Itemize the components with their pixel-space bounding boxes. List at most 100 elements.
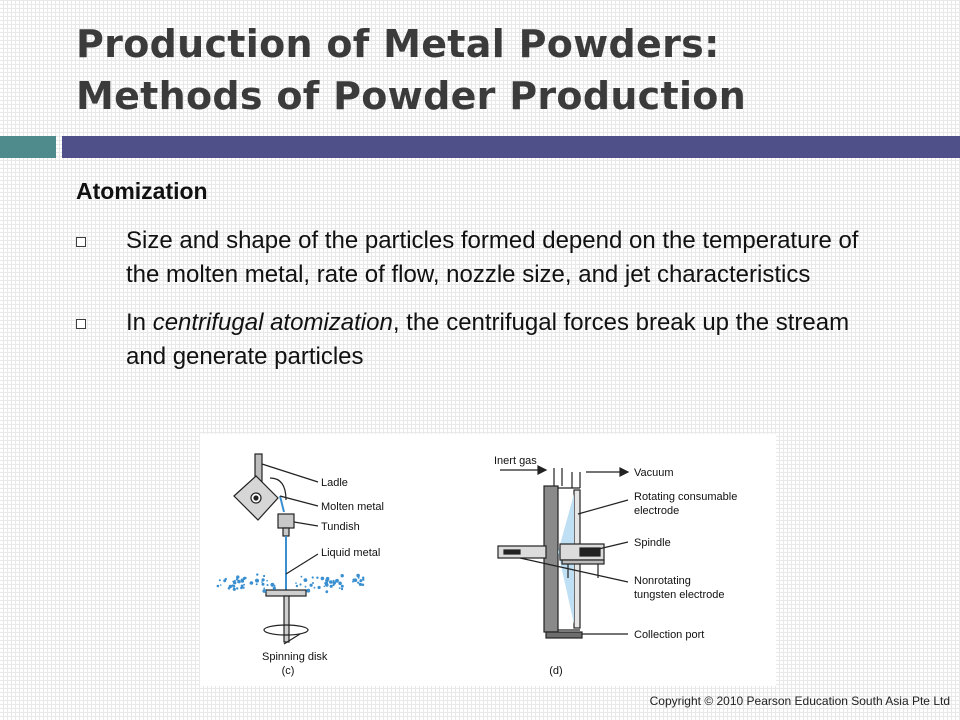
spray-droplet — [256, 573, 259, 576]
label-tungsten-electrode: tungsten electrode — [634, 589, 725, 601]
spray-droplet — [300, 575, 303, 578]
spray-droplet — [332, 581, 336, 585]
bullet-text-emphasis: centrifugal atomization — [152, 309, 393, 336]
spray-droplet — [357, 581, 360, 584]
atomization-diagram: Ladle Molten metal Tundish Liquid metal … — [216, 453, 737, 677]
spray-droplet — [261, 582, 265, 586]
spray-droplet — [266, 584, 269, 586]
spray-droplet — [232, 587, 236, 591]
spray-droplet — [358, 582, 362, 586]
spray-droplet — [325, 576, 330, 581]
spray-droplet — [362, 578, 365, 581]
accent-bar-teal — [0, 136, 56, 158]
bullet-text: Size and shape of the particles formed d… — [126, 227, 859, 288]
leader-ladle — [261, 463, 319, 483]
spray-droplet — [312, 582, 314, 584]
spray-droplet — [332, 579, 335, 582]
spray-droplet — [237, 579, 241, 584]
spray-droplet — [303, 578, 308, 582]
spray-droplet — [299, 583, 302, 586]
spray-droplet — [216, 584, 220, 588]
accent-bar-blue — [62, 136, 960, 158]
tundish-nozzle — [282, 527, 290, 537]
molten-stream — [279, 495, 285, 513]
spray-droplet — [255, 583, 258, 586]
leader-spinning-disk — [283, 633, 301, 645]
spray-droplet — [218, 579, 221, 582]
collection-port — [545, 631, 583, 639]
tundish — [277, 513, 295, 529]
bullet-item: In centrifugal atomization, the centrifu… — [76, 306, 876, 374]
spray-droplet — [295, 584, 299, 588]
spindle-base — [561, 559, 605, 565]
spray-droplet — [235, 578, 239, 581]
spray-droplet — [249, 581, 254, 585]
spray-droplet — [340, 584, 344, 588]
tungsten-electrode — [503, 549, 521, 555]
leader-spindle — [585, 541, 629, 553]
spinning-disk — [265, 589, 307, 597]
spray-droplet — [234, 579, 236, 582]
label-spindle: Spindle — [634, 537, 671, 549]
atomization-figure: Ladle Molten metal Tundish Liquid metal … — [200, 434, 776, 686]
pour-arrow — [269, 477, 287, 501]
caption-c: (c) — [282, 665, 295, 677]
copyright-notice: Copyright © 2010 Pearson Education South… — [649, 694, 950, 708]
caption-d: (d) — [549, 665, 562, 677]
spray-droplet — [228, 584, 232, 589]
label-ladle: Ladle — [321, 477, 348, 489]
spray-droplet — [335, 578, 339, 583]
spray-droplet — [243, 576, 246, 579]
spray-droplet — [362, 576, 365, 579]
spray-droplet — [255, 578, 259, 582]
leader-molten-metal — [279, 495, 319, 507]
spray-droplet — [359, 579, 363, 583]
title-line-2: Methods of Powder Production — [76, 74, 747, 118]
spray-droplet — [243, 583, 245, 586]
spray-droplet — [325, 590, 329, 594]
label-tundish: Tundish — [321, 521, 360, 533]
spray-droplet — [240, 579, 245, 583]
leader-tungsten-electrode — [519, 557, 629, 583]
spindle — [579, 547, 601, 557]
spray-droplet — [242, 586, 245, 589]
square-bullet-icon — [76, 319, 86, 329]
spray-droplet — [329, 580, 333, 584]
spray-droplet — [263, 587, 265, 589]
vacuum-arrowhead — [619, 467, 630, 477]
spray-droplet — [352, 580, 354, 583]
label-inert-gas: Inert gas — [494, 455, 537, 467]
spray-droplet — [341, 588, 344, 591]
chamber-wall-left — [543, 485, 559, 633]
spray-particles — [216, 573, 365, 594]
label-vacuum: Vacuum — [634, 467, 674, 479]
spray-droplet — [219, 584, 222, 586]
spray-droplet — [320, 576, 325, 581]
spray-droplet — [270, 582, 275, 587]
spray-droplet — [261, 581, 263, 583]
rotation-arrow — [263, 624, 309, 636]
spray-droplet — [361, 583, 365, 587]
bullet-item: Size and shape of the particles formed d… — [76, 224, 876, 292]
spray-droplet — [266, 579, 268, 582]
spray-droplet — [263, 574, 266, 578]
section-heading: Atomization — [76, 178, 208, 204]
spray-droplet — [338, 581, 342, 586]
vacuum-outlet-tube — [571, 472, 581, 488]
square-bullet-icon — [76, 237, 86, 247]
leader-tundish — [293, 521, 319, 527]
spray-droplet — [236, 575, 240, 579]
spray-droplet — [309, 583, 313, 587]
spray-droplet — [272, 586, 276, 590]
inert-gas-arrowhead — [537, 465, 548, 475]
spray-droplet — [356, 573, 360, 578]
diagram-c — [233, 453, 319, 645]
spray-droplet — [232, 580, 235, 583]
spray-droplet — [306, 588, 311, 593]
spray-droplet — [332, 583, 335, 587]
spray-droplet — [323, 585, 326, 588]
label-collection-port: Collection port — [634, 629, 704, 641]
spray-droplet — [273, 585, 276, 587]
spray-droplet — [329, 584, 333, 588]
slide-title: Production of Metal Powders: Methods of … — [76, 18, 946, 122]
